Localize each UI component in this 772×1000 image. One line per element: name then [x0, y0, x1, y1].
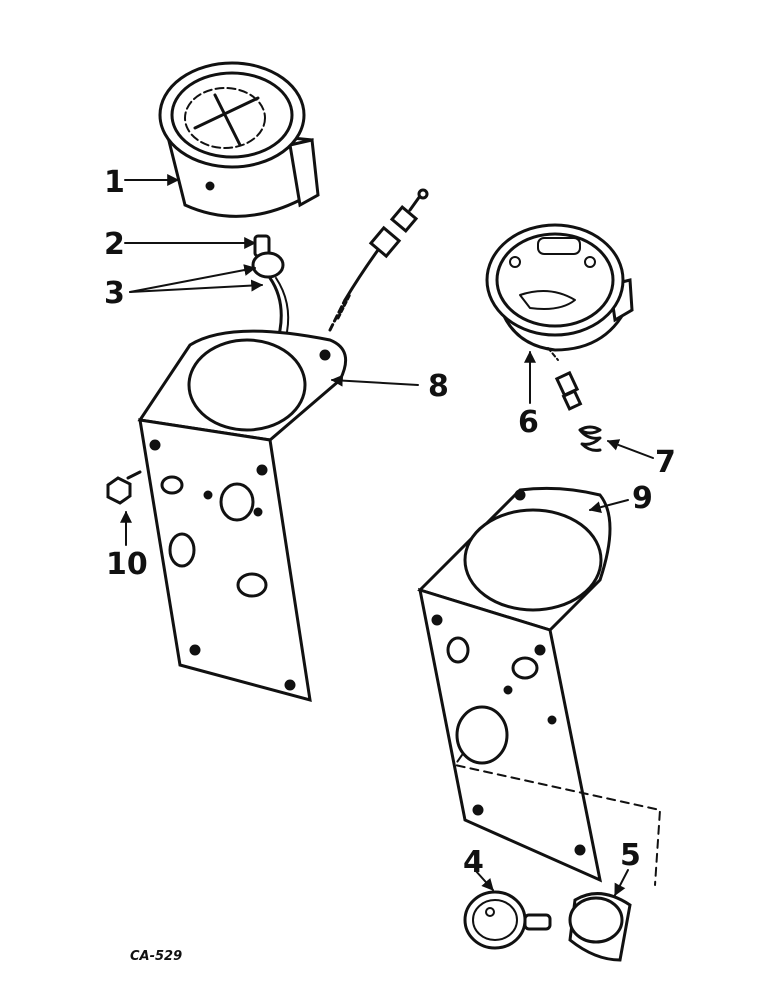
callout-7: 7 — [655, 445, 676, 480]
bracket-right — [417, 486, 661, 886]
bezel-cup — [568, 892, 632, 962]
callout-2: 2 — [104, 227, 125, 262]
sending-unit — [547, 347, 602, 452]
leader-lines — [120, 174, 654, 897]
callout-1: 1 — [104, 165, 125, 200]
tachometer-cable — [328, 188, 429, 332]
gauge-large — [158, 61, 320, 218]
callout-3: 3 — [104, 276, 125, 311]
callout-10: 10 — [106, 547, 148, 582]
callout-9: 9 — [632, 481, 653, 516]
screw — [106, 470, 142, 505]
figure-code: CA-529 — [130, 949, 182, 964]
gauge-small — [485, 223, 634, 352]
callout-5: 5 — [620, 838, 641, 873]
callout-8: 8 — [428, 369, 449, 404]
callout-6: 6 — [518, 405, 539, 440]
callout-4: 4 — [463, 845, 484, 880]
indicator-small — [463, 890, 552, 950]
bracket-left — [137, 329, 348, 703]
